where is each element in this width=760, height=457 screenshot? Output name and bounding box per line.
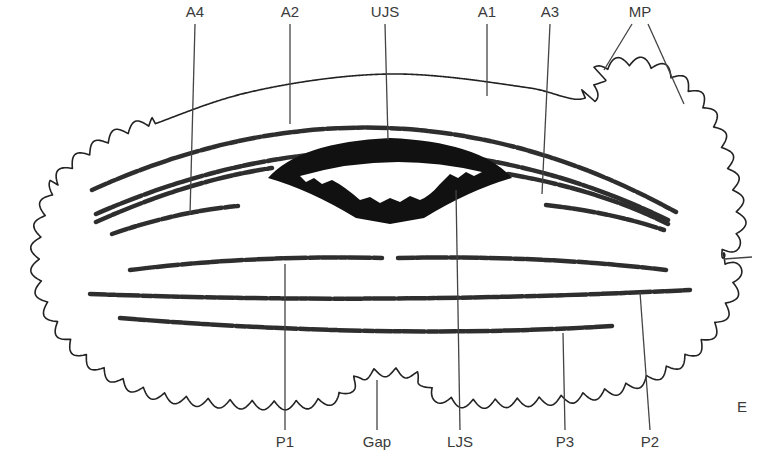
disc-outline [31, 57, 746, 410]
leader-line [486, 24, 487, 96]
part-label: UJS [369, 3, 401, 21]
leader-line [648, 24, 684, 104]
tooth-row [508, 174, 668, 224]
leader-line [284, 264, 285, 430]
tooth-rows [90, 128, 690, 332]
leader-line [289, 24, 290, 124]
part-label: E [735, 398, 749, 416]
part-label: A1 [476, 3, 498, 21]
oral-disc [31, 57, 746, 410]
tooth-row [546, 205, 664, 230]
leader-line [724, 257, 752, 259]
part-label: P2 [639, 433, 661, 451]
tooth-row [120, 318, 612, 331]
part-label: MP [627, 3, 654, 21]
part-label: Gap [361, 433, 393, 451]
leader-line [640, 292, 650, 430]
leader-lines [190, 24, 752, 430]
jaw-sheaths [268, 138, 512, 224]
part-label: A3 [539, 3, 561, 21]
part-label: P1 [274, 433, 296, 451]
tooth-row [90, 290, 690, 299]
leader-line [542, 24, 550, 194]
part-label: A2 [279, 3, 301, 21]
tooth-row [398, 258, 666, 271]
leader-line [563, 333, 565, 430]
jaw-gap [300, 162, 482, 203]
leader-line [456, 190, 460, 430]
leader-line [190, 24, 195, 214]
part-label: LJS [445, 433, 475, 451]
part-label: A4 [184, 3, 206, 21]
upper-jaw-sheath [268, 138, 512, 224]
leader-line [385, 24, 388, 140]
part-label: P3 [554, 433, 576, 451]
leader-line [376, 380, 377, 430]
leader-line [604, 24, 632, 70]
tooth-row [112, 206, 238, 234]
tooth-row [130, 258, 382, 271]
